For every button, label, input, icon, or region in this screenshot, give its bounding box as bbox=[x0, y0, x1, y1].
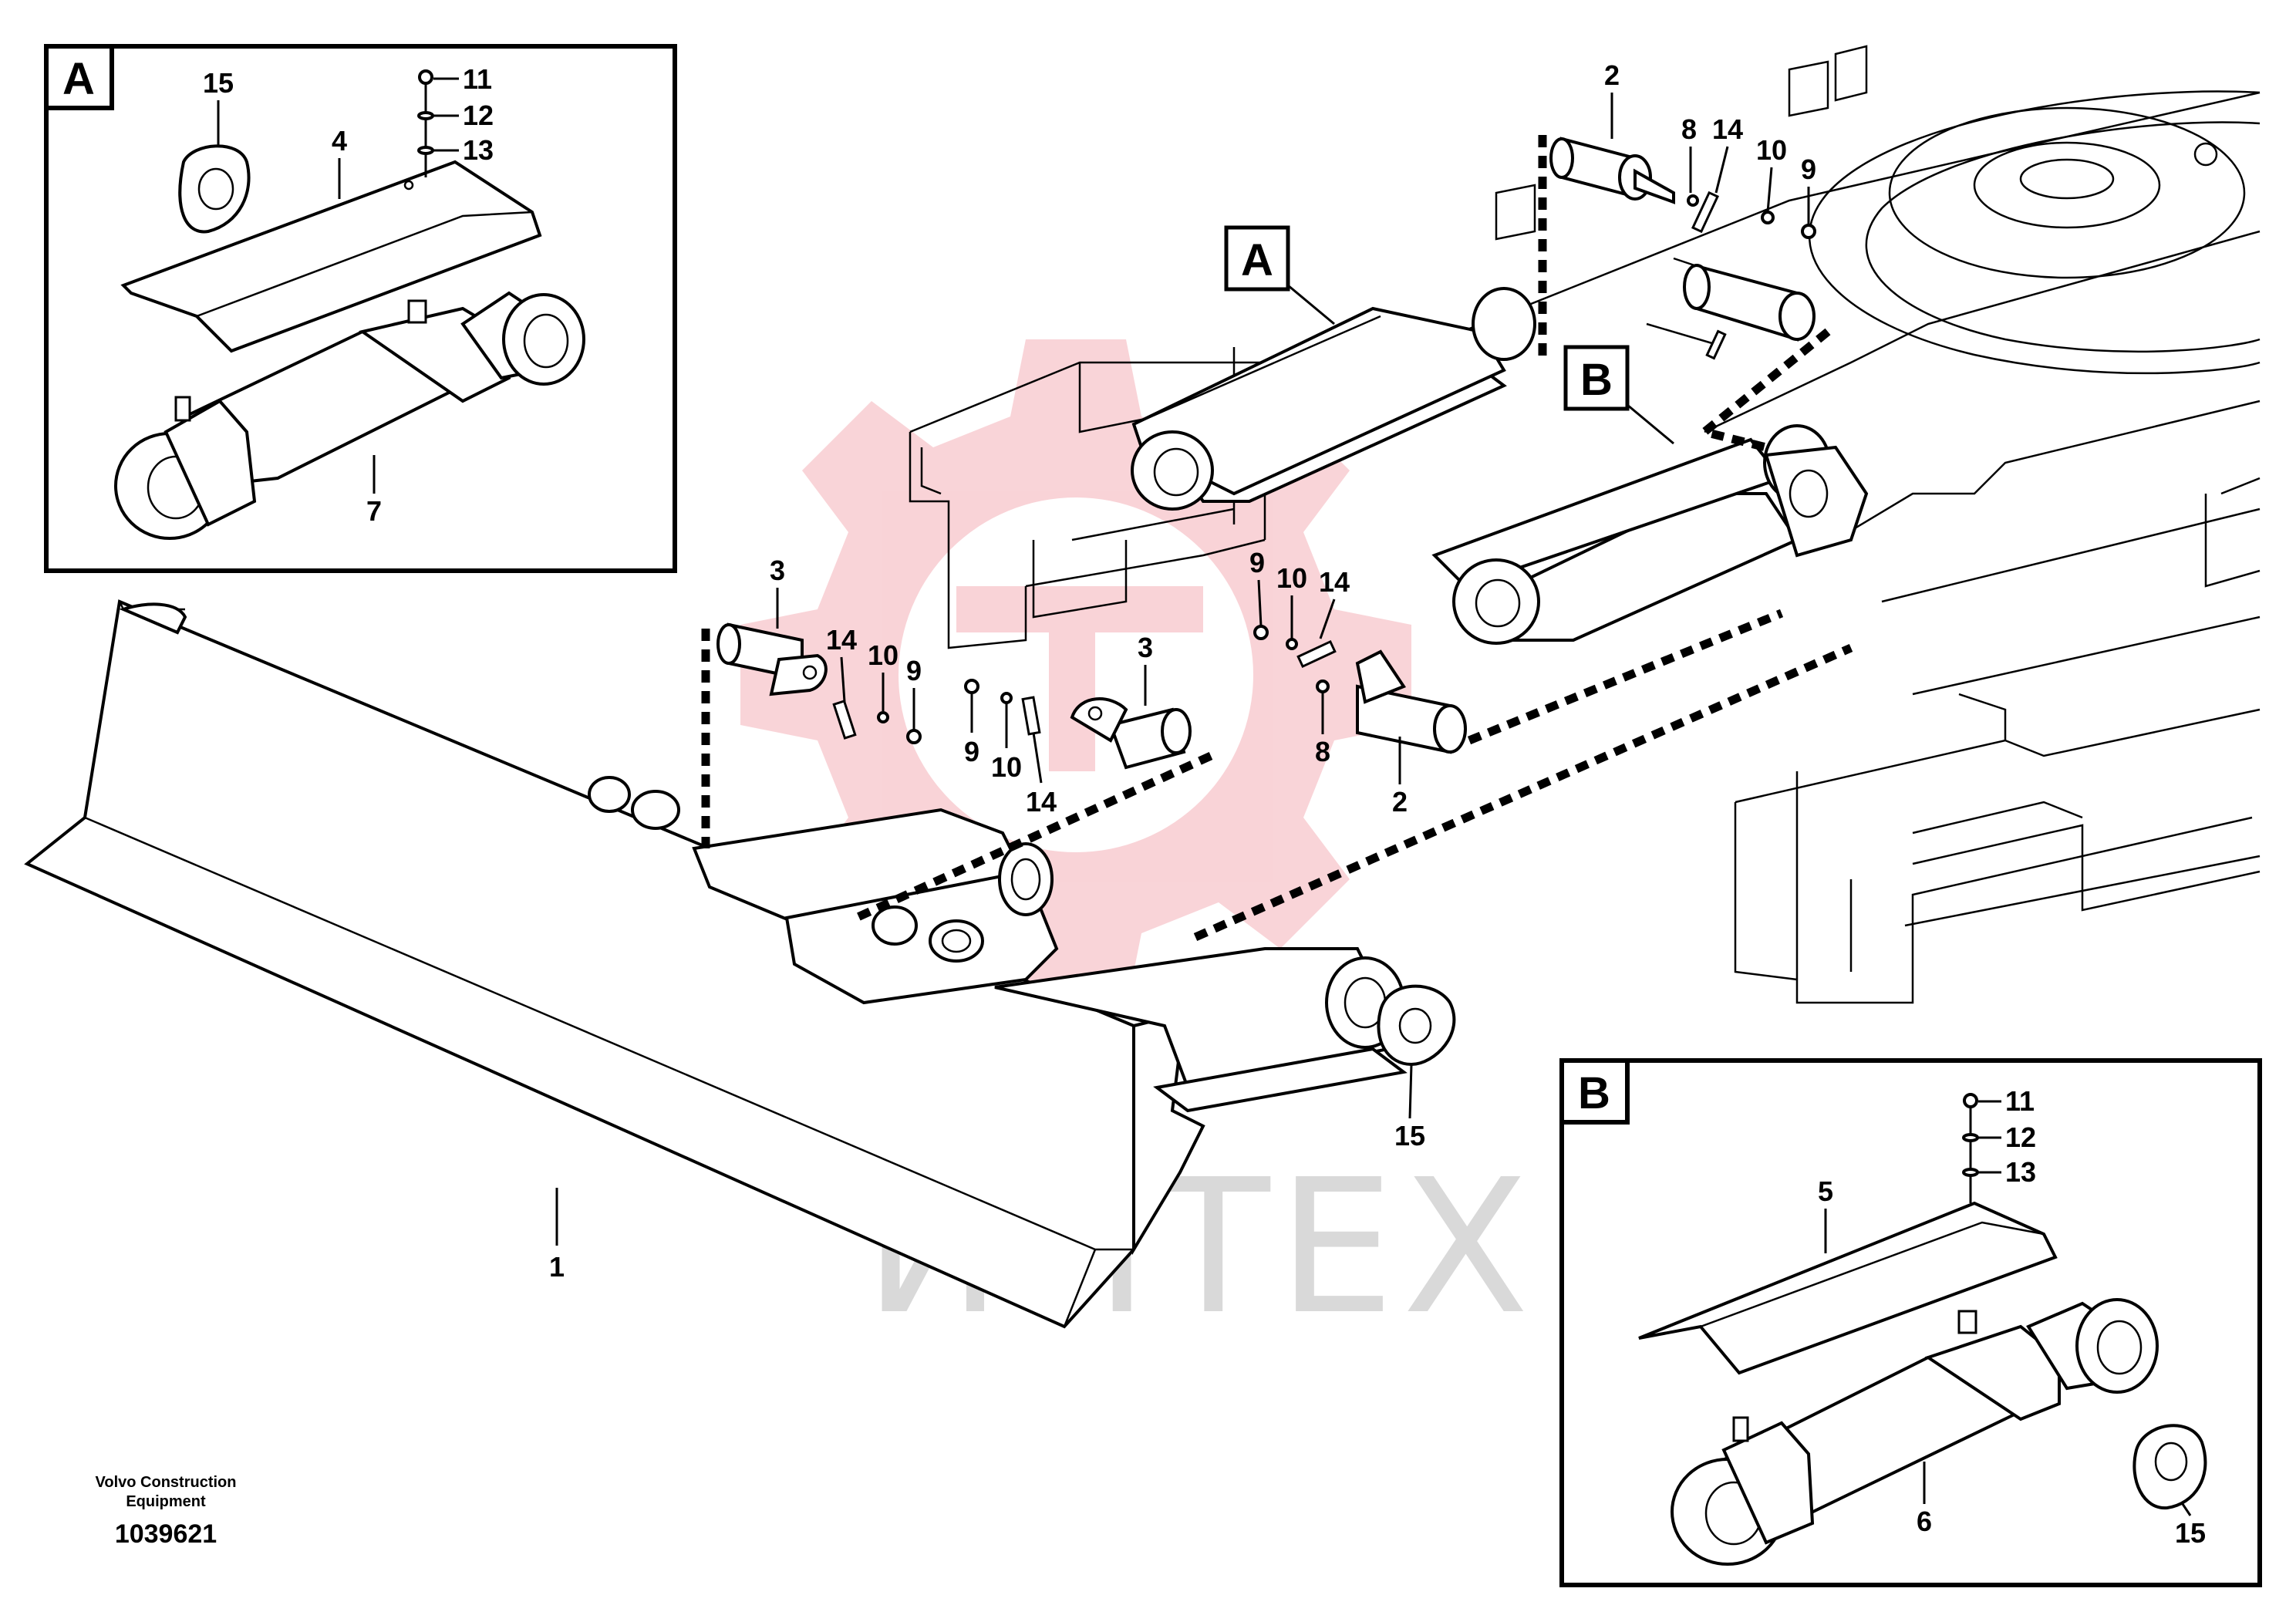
box-b-label-13: 13 bbox=[2005, 1156, 2036, 1188]
pin-3-left bbox=[716, 622, 828, 696]
label-10-top: 10 bbox=[1756, 134, 1787, 166]
detail-box-b: B 11 12 13 5 15 6 bbox=[1559, 1058, 2262, 1587]
label-9-mid: 9 bbox=[964, 736, 979, 767]
swing-ring bbox=[1808, 90, 2261, 375]
hardware-mid bbox=[964, 679, 1041, 736]
label-9-left: 9 bbox=[906, 655, 922, 686]
pin-2-top bbox=[1549, 137, 1675, 204]
hardware-top bbox=[1687, 191, 1816, 239]
box-b-label-11: 11 bbox=[2005, 1085, 2035, 1117]
callout-b: B bbox=[1563, 345, 1674, 445]
box-a-label-13: 13 bbox=[463, 134, 494, 166]
label-14-left: 14 bbox=[826, 624, 857, 656]
label-10-mid: 10 bbox=[991, 751, 1022, 783]
detail-box-b-letter: B bbox=[1578, 1068, 1610, 1118]
assembly-dashed-lines bbox=[701, 135, 1853, 942]
box-b-label-15: 15 bbox=[2175, 1517, 2206, 1549]
dozer-blade bbox=[24, 599, 1205, 1329]
callout-a: A bbox=[1224, 225, 1335, 325]
callout-b-letter: B bbox=[1580, 355, 1613, 405]
label-10-left: 10 bbox=[868, 639, 899, 671]
box-a-label-12: 12 bbox=[463, 99, 494, 131]
footer-maker-line1: Volvo Construction bbox=[96, 1474, 237, 1491]
label-1: 1 bbox=[549, 1251, 565, 1283]
box-a-label-15: 15 bbox=[203, 67, 234, 99]
callout-a-letter: A bbox=[1241, 235, 1273, 285]
label-8-right: 8 bbox=[1315, 736, 1330, 767]
label-14-mid: 14 bbox=[1026, 786, 1057, 818]
footer: Volvo Construction Equipment 1039621 bbox=[96, 1474, 237, 1549]
label-10-right: 10 bbox=[1276, 562, 1307, 594]
hardware-left bbox=[832, 700, 922, 744]
washer-15-blade bbox=[1377, 984, 1456, 1067]
pin-2-top-lower bbox=[1646, 257, 1816, 360]
box-a-label-4: 4 bbox=[332, 125, 347, 157]
box-b-label-5: 5 bbox=[1818, 1175, 1833, 1207]
label-3-mid: 3 bbox=[1138, 632, 1153, 663]
box-a-label-7: 7 bbox=[366, 495, 382, 527]
label-2-top: 2 bbox=[1604, 59, 1620, 91]
cylinder-b-main bbox=[1431, 424, 1869, 645]
label-14-top: 14 bbox=[1712, 113, 1743, 145]
footer-drawing-number: 1039621 bbox=[115, 1519, 217, 1549]
label-15-blade: 15 bbox=[1394, 1120, 1425, 1152]
box-b-label-6: 6 bbox=[1917, 1506, 1932, 1537]
box-a-label-11: 11 bbox=[463, 63, 492, 95]
label-3-left: 3 bbox=[770, 555, 785, 586]
pin-3-mid bbox=[1070, 697, 1192, 770]
push-frame-arms bbox=[588, 776, 1408, 1113]
detail-box-a: A 15 4 11 12 13 7 bbox=[44, 44, 677, 573]
pin-2-right bbox=[1355, 649, 1467, 754]
footer-maker-line2: Equipment bbox=[126, 1493, 206, 1510]
label-14-right: 14 bbox=[1319, 566, 1350, 598]
cylinder-a-main bbox=[1131, 287, 1536, 511]
box-b-label-12: 12 bbox=[2005, 1121, 2036, 1153]
label-9-right: 9 bbox=[1249, 547, 1265, 578]
detail-box-a-letter: A bbox=[62, 54, 95, 104]
label-9-top: 9 bbox=[1801, 153, 1816, 185]
label-8-top: 8 bbox=[1681, 113, 1697, 145]
main-part-labels: 1 2 8 14 10 9 3 14 10 9 9 10 14 3 9 10 1… bbox=[549, 59, 1816, 1283]
label-2-right: 2 bbox=[1392, 786, 1408, 818]
